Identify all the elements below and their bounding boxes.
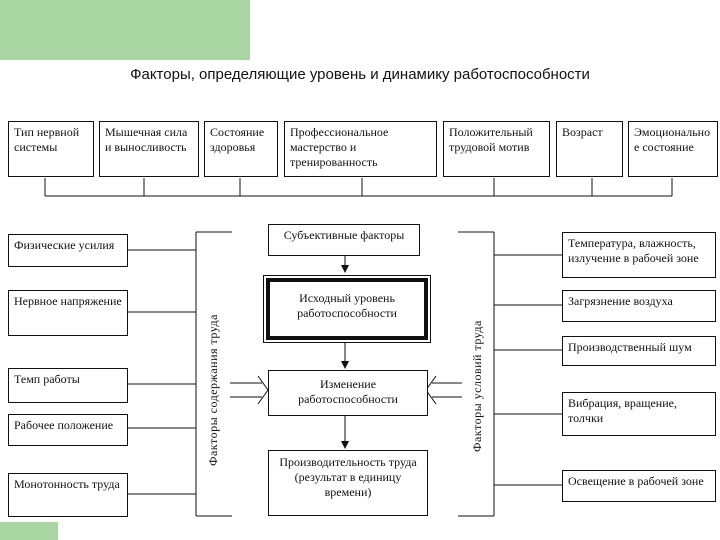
factor-professional-skill: Профессиональное мастерство и тренирован…: [284, 121, 437, 177]
factor-muscle-strength: Мышечная сила и выносливость: [99, 121, 199, 177]
factor-air-pollution: Загрязнение воздуха: [562, 290, 716, 322]
factor-physical-effort: Физические усилия: [8, 234, 128, 267]
open-arrow-left: [257, 375, 269, 405]
box-productivity: Производительность труда (результат в ед…: [268, 450, 428, 516]
box-initial-level: Исходный уровень работоспособности: [266, 278, 428, 340]
factor-work-pace: Темп работы: [8, 368, 128, 403]
right-axis-label: Факторы условий труда: [470, 320, 484, 452]
factor-vibration: Вибрация, вращение, толчки: [562, 392, 716, 436]
decor-top-green: [0, 0, 250, 60]
box-subjective-factors: Субъективные факторы: [268, 224, 420, 256]
factor-lighting: Освещение в рабочей зоне: [562, 470, 716, 502]
factor-temperature-humidity: Температура, влажность, излучение в рабо…: [562, 232, 716, 278]
factor-work-position: Рабочее положение: [8, 414, 128, 446]
factor-nervous-system-type: Тип нервной системы: [8, 121, 94, 177]
factor-monotony: Монотонность труда: [8, 473, 128, 517]
factor-health-state: Состояние здоровья: [204, 121, 278, 177]
diagram-title: Факторы, определяющие уровень и динамику…: [130, 66, 590, 83]
factor-work-motive: Положительный трудовой мотив: [443, 121, 550, 177]
factor-industrial-noise: Производственный шум: [562, 336, 716, 366]
factor-age: Возраст: [556, 121, 623, 177]
left-axis-label: Факторы содержания труда: [206, 314, 220, 466]
factor-emotional-state: Эмоционально е состояние: [628, 121, 718, 177]
box-change: Изменение работоспособности: [268, 370, 428, 416]
factor-nervous-tension: Нервное напряжение: [8, 290, 128, 336]
decor-bottom-green: [0, 522, 58, 540]
